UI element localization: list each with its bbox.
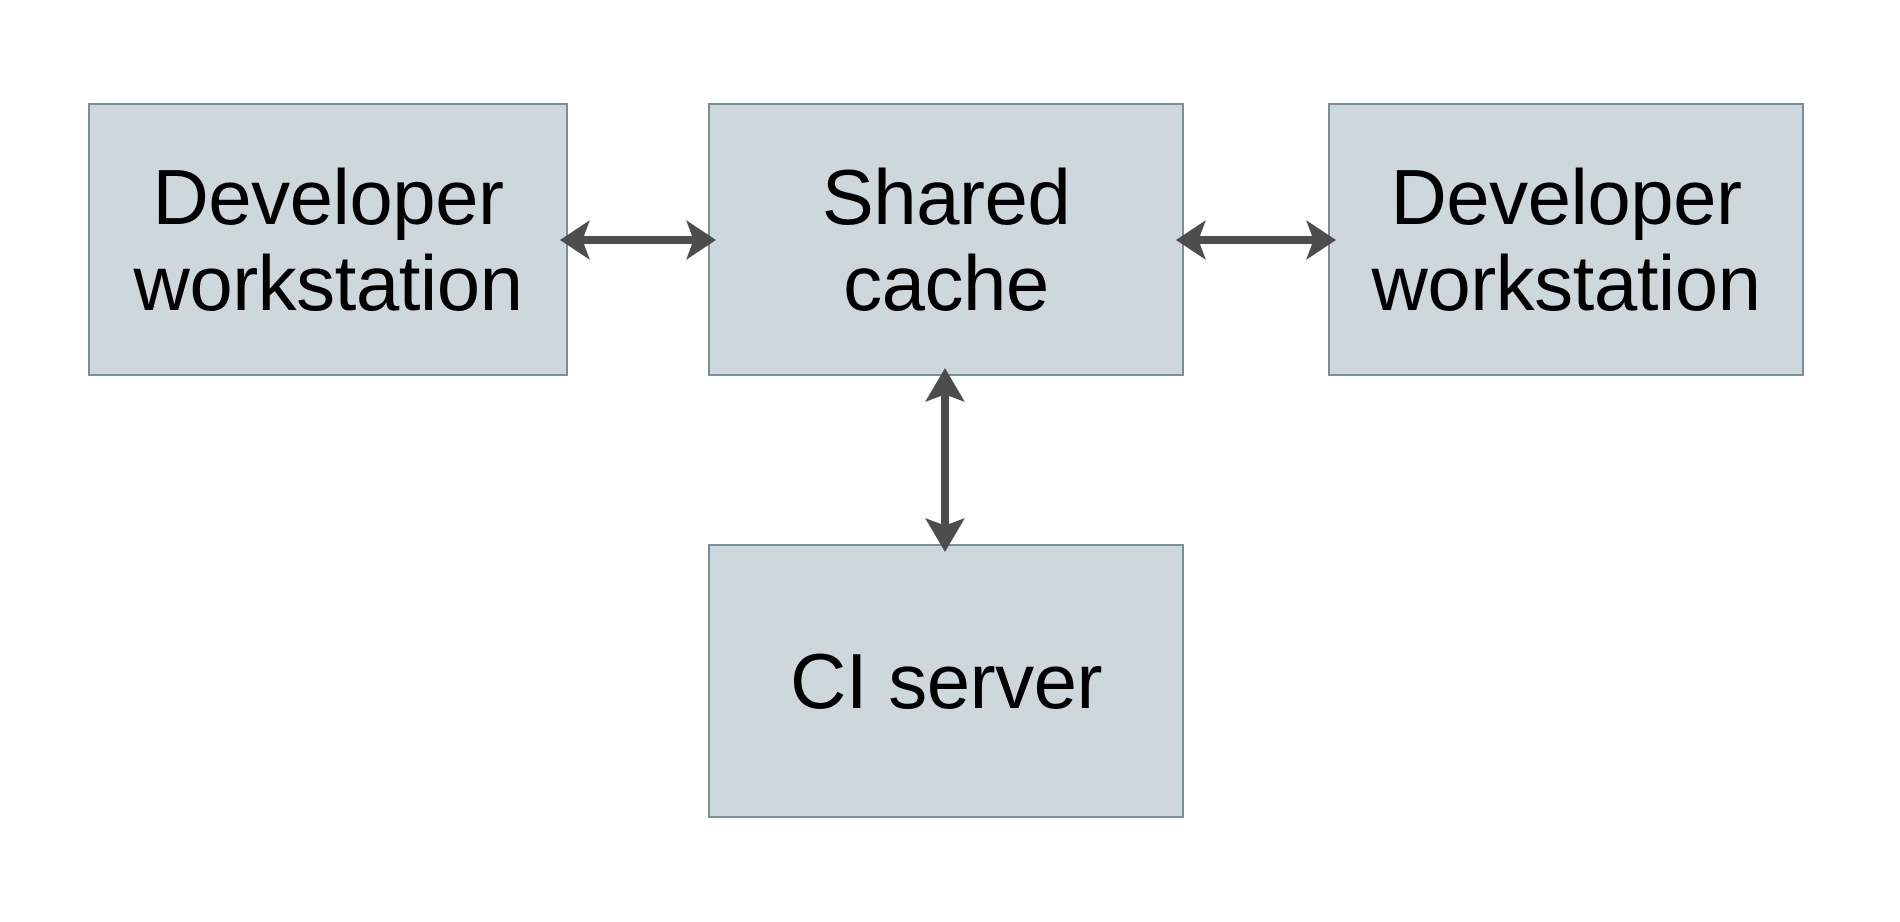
node-label: Developer workstation	[133, 152, 524, 327]
node-developer-workstation-left[interactable]: Developer workstation	[88, 103, 568, 376]
node-label: CI server	[790, 637, 1102, 725]
double-arrow-icon	[1176, 220, 1336, 260]
connector-dev-left-to-cache[interactable]	[560, 208, 716, 272]
double-arrow-icon	[925, 368, 965, 552]
node-label: Shared cache	[821, 152, 1071, 327]
node-ci-server[interactable]: CI server	[708, 544, 1184, 818]
node-label: Developer workstation	[1371, 152, 1762, 327]
double-arrow-icon	[560, 220, 716, 260]
node-developer-workstation-right[interactable]: Developer workstation	[1328, 103, 1804, 376]
connector-cache-to-dev-right[interactable]	[1176, 208, 1336, 272]
node-shared-cache[interactable]: Shared cache	[708, 103, 1184, 376]
connector-cache-to-ci[interactable]	[913, 368, 977, 552]
